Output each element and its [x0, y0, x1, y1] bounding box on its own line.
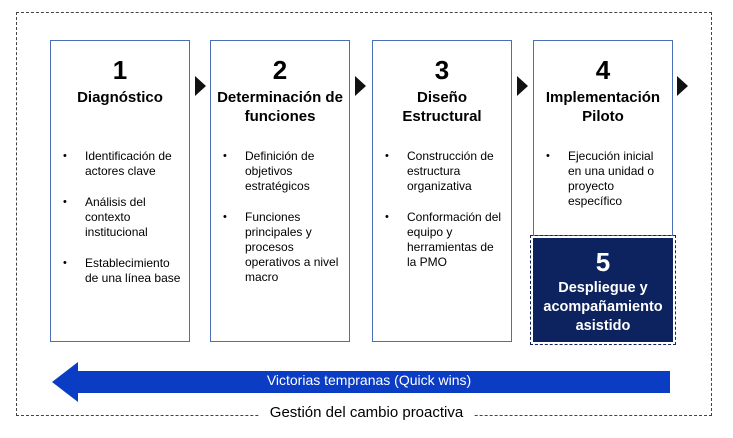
step-2-box: 2 Determinación de funciones Definición … — [210, 40, 350, 342]
step-bullets: Definición de objetivos estratégicos Fun… — [221, 149, 341, 301]
step-bullets: Identificación de actores clave Análisis… — [61, 149, 181, 302]
next-arrow-icon — [355, 76, 366, 96]
bullet-item: Conformación del equipo y herramientas d… — [383, 210, 503, 270]
bullet-item: Establecimiento de una línea base — [61, 256, 181, 286]
step-bullets: Construcción de estructura organizativa … — [383, 149, 503, 286]
next-arrow-icon — [195, 76, 206, 96]
bullet-item: Definición de objetivos estratégicos — [221, 149, 341, 194]
step-title: Diagnóstico — [77, 89, 163, 106]
next-arrow-icon — [517, 76, 528, 96]
step-1-box: 1 Diagnóstico Identificación de actores … — [50, 40, 190, 342]
quick-wins-label: Victorias tempranas (Quick wins) — [266, 372, 472, 388]
step-3-box: 3 Diseño Estructural Construcción de est… — [372, 40, 512, 342]
step-title: Determinación de funciones — [217, 89, 343, 125]
bullet-item: Funciones principales y procesos operati… — [221, 210, 341, 285]
step-title: Diseño Estructural — [402, 89, 482, 125]
step-5-box: 5 Despliegue y acompañamiento asistido — [530, 235, 676, 345]
step-number: 2 — [272, 55, 288, 85]
step-bullets: Ejecución inicial en una unidad o proyec… — [544, 149, 664, 225]
step-number: 1 — [112, 55, 128, 85]
frame-label-container: Gestión del cambio proactiva — [0, 404, 733, 422]
step-title: Despliegue y acompañamiento asistido — [543, 280, 663, 334]
bullet-item: Identificación de actores clave — [61, 149, 181, 179]
bullet-item: Ejecución inicial en una unidad o proyec… — [544, 149, 664, 209]
step-number: 3 — [434, 55, 450, 85]
frame-label: Gestión del cambio proactiva — [259, 404, 474, 421]
quick-wins-arrow-icon — [52, 362, 670, 402]
step-4-box: 4 Implementación Piloto Ejecución inicia… — [533, 40, 673, 236]
step-number: 4 — [595, 55, 611, 85]
next-arrow-icon — [677, 76, 688, 96]
step-number: 5 — [595, 247, 611, 277]
step-title: Implementación Piloto — [545, 89, 661, 125]
bullet-item: Análisis del contexto institucional — [61, 195, 181, 240]
bullet-item: Construcción de estructura organizativa — [383, 149, 503, 194]
